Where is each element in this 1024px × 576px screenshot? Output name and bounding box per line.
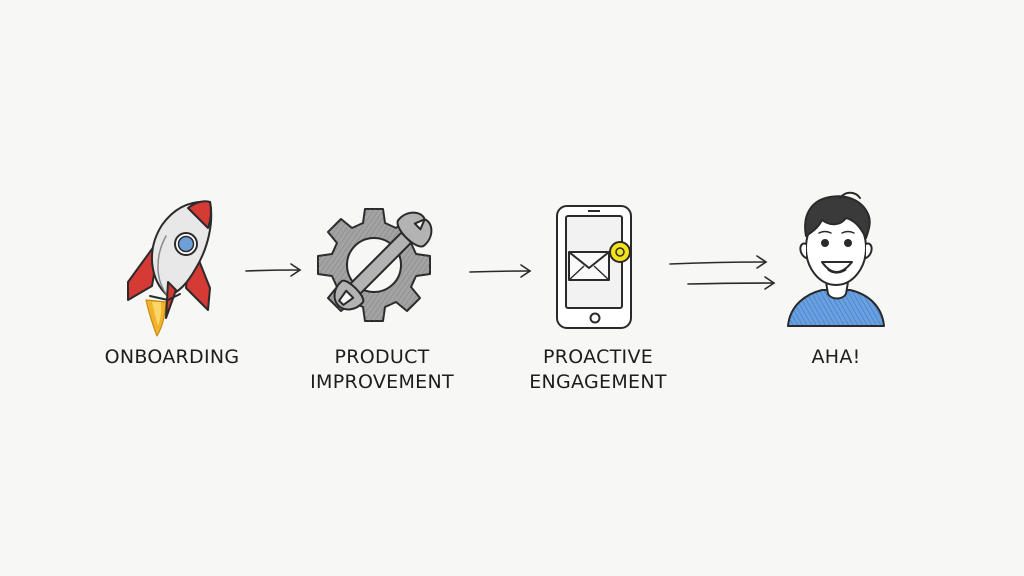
step-label-aha: AHA! bbox=[811, 346, 861, 368]
gear-wrench-icon bbox=[317, 208, 433, 322]
rocket-icon bbox=[127, 200, 213, 337]
phone-notification-icon bbox=[556, 205, 632, 329]
step-label-product-improvement: PRODUCT IMPROVEMENT bbox=[310, 346, 454, 393]
step-label-onboarding: ONBOARDING bbox=[104, 346, 240, 368]
step-label-proactive-engagement: PROACTIVE ENGAGEMENT bbox=[529, 346, 667, 393]
happy-person-icon bbox=[787, 191, 885, 327]
arrow-3 bbox=[669, 255, 776, 290]
arrow-2 bbox=[469, 264, 532, 278]
arrow-1 bbox=[245, 263, 302, 277]
